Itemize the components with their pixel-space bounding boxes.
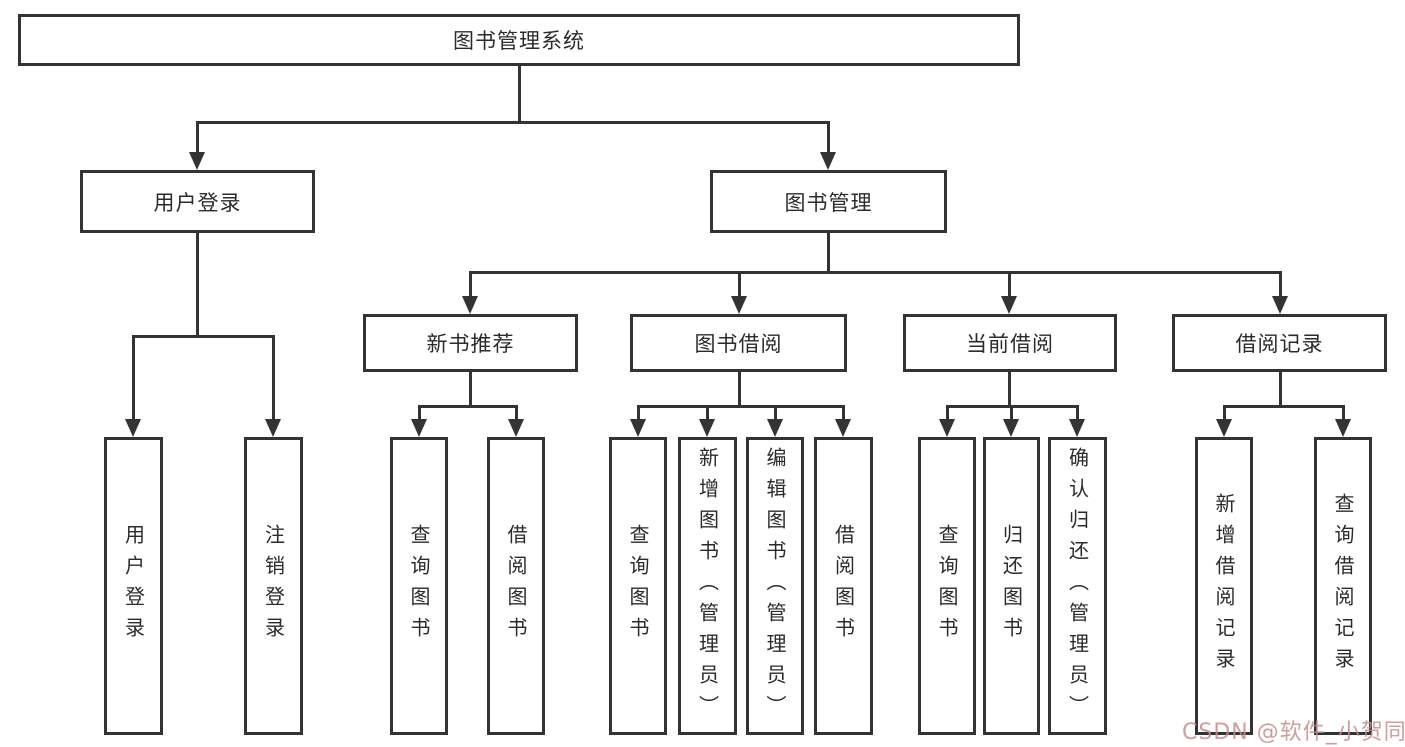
connector-drop bbox=[706, 405, 709, 421]
node-label: 编辑图书（管理员） bbox=[763, 446, 787, 726]
arrow-down-icon bbox=[1003, 419, 1019, 437]
arrow-down-icon bbox=[1069, 419, 1085, 437]
node-label: 当前借阅 bbox=[966, 332, 1054, 356]
connector-drop-book-borrow bbox=[738, 271, 741, 298]
node-user-login: 用户登录 bbox=[80, 170, 315, 233]
node-label: 用户登录 bbox=[153, 190, 242, 215]
node-label: 查询图书 bbox=[407, 524, 431, 648]
connector-root-stem bbox=[518, 66, 521, 121]
arrow-down-icon bbox=[265, 419, 281, 437]
arrow-down-icon bbox=[767, 419, 783, 437]
connector-drop bbox=[637, 405, 640, 421]
connector-drop bbox=[774, 405, 777, 421]
connector-book-borrow-stem bbox=[738, 372, 741, 405]
node-label: 图书借阅 bbox=[694, 332, 783, 356]
arrow-down-icon bbox=[411, 419, 427, 437]
node-label: 查询借阅记录 bbox=[1331, 493, 1355, 679]
node-leaf-query-book: 查询图书 bbox=[918, 437, 976, 735]
connector-drop bbox=[1076, 405, 1079, 421]
node-leaf-add-borrow-record: 新增借阅记录 bbox=[1195, 437, 1253, 735]
connector-borrow-record-rail bbox=[1223, 405, 1344, 408]
node-leaf-query-borrow-record: 查询借阅记录 bbox=[1314, 437, 1372, 735]
node-leaf-add-book-admin: 新增图书（管理员） bbox=[678, 437, 737, 735]
arrow-down-icon bbox=[699, 419, 715, 437]
node-leaf-edit-book-admin: 编辑图书（管理员） bbox=[746, 437, 804, 735]
node-label: 查询图书 bbox=[935, 524, 959, 648]
arrow-down-icon bbox=[462, 296, 478, 314]
connector-drop bbox=[842, 405, 845, 421]
node-leaf-user-login: 用户登录 bbox=[104, 437, 163, 735]
node-root-library-management-system: 图书管理系统 bbox=[18, 14, 1020, 66]
node-leaf-return-book: 归还图书 bbox=[983, 437, 1040, 735]
connector-drop-logout bbox=[272, 335, 275, 421]
connector-user-login-stem bbox=[196, 233, 199, 335]
node-borrow-record: 借阅记录 bbox=[1172, 314, 1387, 372]
arrow-down-icon bbox=[630, 419, 646, 437]
connector-new-book-rail bbox=[418, 405, 518, 408]
connector-book-management-rail bbox=[469, 271, 1282, 274]
arrow-down-icon bbox=[835, 419, 851, 437]
connector-book-borrow-rail bbox=[637, 405, 845, 408]
connector-drop-new-book bbox=[469, 271, 472, 298]
node-leaf-logout: 注销登录 bbox=[244, 437, 303, 735]
connector-drop-book-management bbox=[827, 121, 830, 154]
arrow-down-icon bbox=[508, 419, 524, 437]
node-label: 查询图书 bbox=[626, 524, 650, 648]
node-label: 图书管理系统 bbox=[453, 29, 585, 53]
connector-drop-borrow-record bbox=[1279, 271, 1282, 298]
node-book-management: 图书管理 bbox=[710, 170, 947, 233]
arrow-down-icon bbox=[820, 152, 836, 170]
node-leaf-query-book: 查询图书 bbox=[390, 437, 448, 735]
arrow-down-icon bbox=[1335, 419, 1351, 437]
connector-drop bbox=[1342, 405, 1345, 421]
arrow-down-icon bbox=[939, 419, 955, 437]
arrow-down-icon bbox=[189, 152, 205, 170]
node-leaf-borrow-book: 借阅图书 bbox=[814, 437, 873, 735]
node-label: 新书推荐 bbox=[426, 332, 515, 356]
node-book-borrow: 图书借阅 bbox=[630, 314, 847, 372]
node-label: 借阅图书 bbox=[831, 524, 856, 648]
connector-borrow-record-stem bbox=[1279, 372, 1282, 405]
node-leaf-query-book: 查询图书 bbox=[609, 437, 667, 735]
connector-root-rail bbox=[196, 121, 830, 124]
connector-drop bbox=[1010, 405, 1013, 421]
connector-drop bbox=[418, 405, 421, 421]
connector-drop bbox=[1223, 405, 1226, 421]
connector-drop bbox=[946, 405, 949, 421]
connector-drop-user-login bbox=[196, 121, 199, 154]
connector-user-login-rail bbox=[132, 335, 275, 338]
node-leaf-confirm-return-admin: 确认归还（管理员） bbox=[1048, 437, 1107, 735]
node-leaf-borrow-book: 借阅图书 bbox=[487, 437, 545, 735]
node-label: 新增借阅记录 bbox=[1212, 493, 1236, 679]
csdn-watermark: CSDN @软件_小贺同学 bbox=[1182, 720, 1405, 745]
arrow-down-icon bbox=[731, 296, 747, 314]
connector-drop-current-borrow bbox=[1008, 271, 1011, 298]
arrow-down-icon bbox=[1216, 419, 1232, 437]
node-label: 借阅图书 bbox=[504, 524, 528, 648]
connector-drop bbox=[515, 405, 518, 421]
node-label: 借阅记录 bbox=[1235, 332, 1324, 356]
node-current-borrow: 当前借阅 bbox=[903, 314, 1117, 372]
arrow-down-icon bbox=[1001, 296, 1017, 314]
node-label: 图书管理 bbox=[784, 190, 873, 215]
node-label: 用户登录 bbox=[121, 524, 146, 648]
node-new-book-recommend: 新书推荐 bbox=[363, 314, 578, 372]
node-label: 新增图书（管理员） bbox=[695, 446, 720, 726]
arrow-down-icon bbox=[125, 419, 141, 437]
connector-book-management-stem bbox=[827, 233, 830, 271]
connector-new-book-stem bbox=[469, 372, 472, 405]
connector-current-borrow-stem bbox=[1008, 372, 1011, 405]
connector-drop-login bbox=[132, 335, 135, 421]
node-label: 归还图书 bbox=[999, 524, 1024, 648]
arrow-down-icon bbox=[1272, 296, 1288, 314]
node-label: 注销登录 bbox=[261, 524, 286, 648]
node-label: 确认归还（管理员） bbox=[1065, 446, 1090, 726]
